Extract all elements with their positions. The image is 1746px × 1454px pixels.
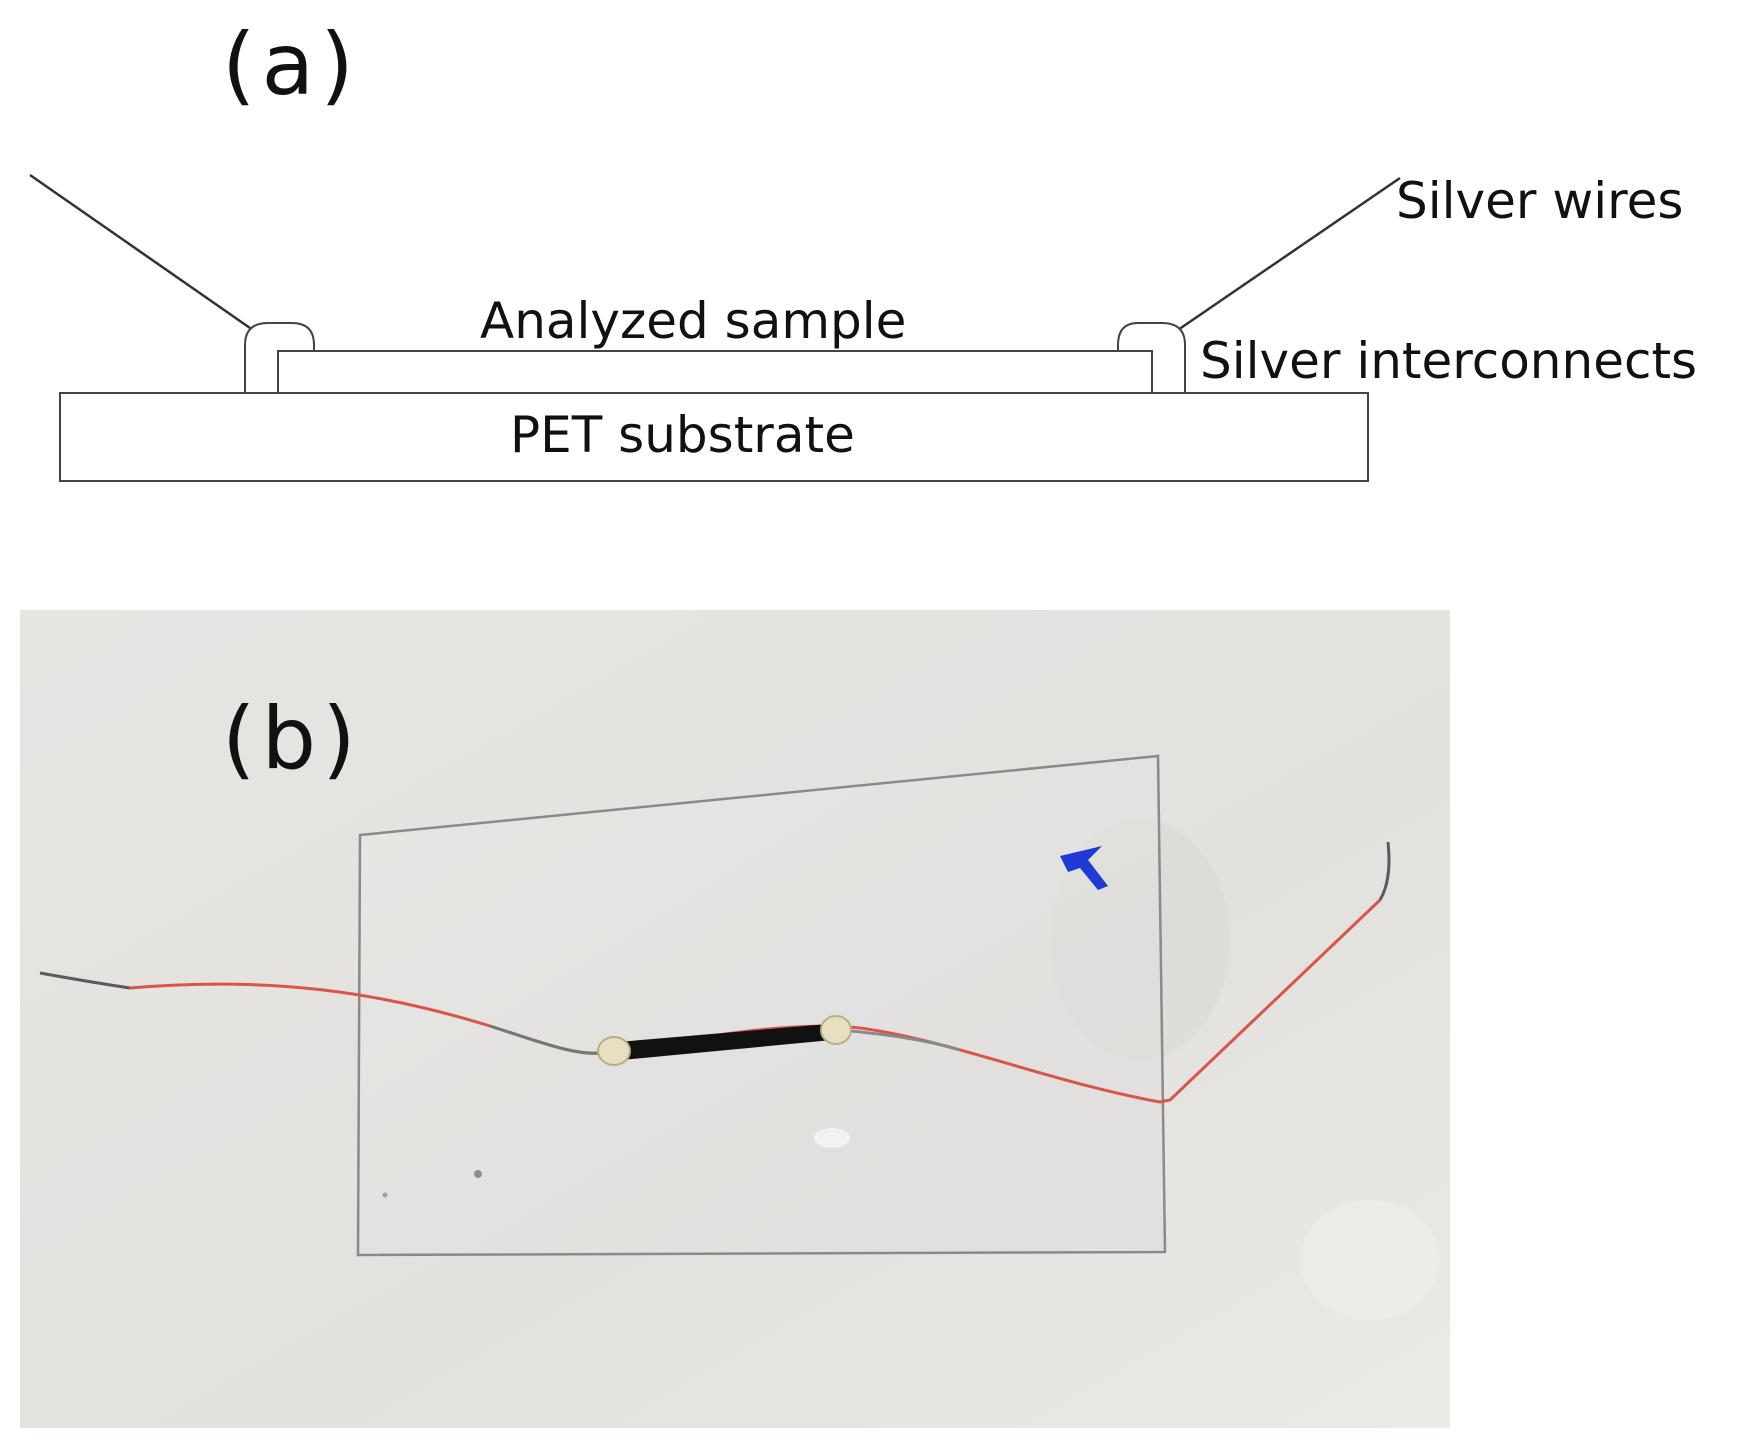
film-smudge <box>474 1170 482 1178</box>
panel-a-label: (a) <box>222 15 360 115</box>
film-smudge <box>382 1192 388 1198</box>
blue-marker-mark <box>1060 846 1108 890</box>
silver-paste-contact-left <box>597 1036 631 1066</box>
left-silver-wire <box>29 173 251 330</box>
silver-wires-label: Silver wires <box>1396 172 1684 230</box>
device-schematic <box>29 173 1401 482</box>
right-wire-end <box>1378 841 1391 901</box>
silver-paste-contact-right <box>820 1015 852 1045</box>
device-photo-drawing <box>20 610 1450 1428</box>
film-smudge <box>814 1128 850 1148</box>
device-photo <box>20 610 1450 1428</box>
pet-substrate-label: PET substrate <box>510 406 855 464</box>
panel-b-label: (b) <box>222 689 362 789</box>
left-silver-interconnect <box>244 322 315 394</box>
analyzed-sample-label: Analyzed sample <box>480 292 907 350</box>
black-sample-strip <box>618 1024 832 1060</box>
pet-film <box>356 754 1167 1257</box>
silver-wire-segment-right <box>841 1028 961 1052</box>
right-silver-interconnect <box>1117 322 1186 394</box>
analyzed-sample-block <box>277 350 1153 394</box>
right-silver-wire <box>1174 176 1401 334</box>
silver-interconnects-label: Silver interconnects <box>1200 332 1698 390</box>
left-wire-tail <box>39 971 131 990</box>
pet-substrate-block <box>59 392 1369 482</box>
paper-shading <box>1300 1200 1440 1320</box>
